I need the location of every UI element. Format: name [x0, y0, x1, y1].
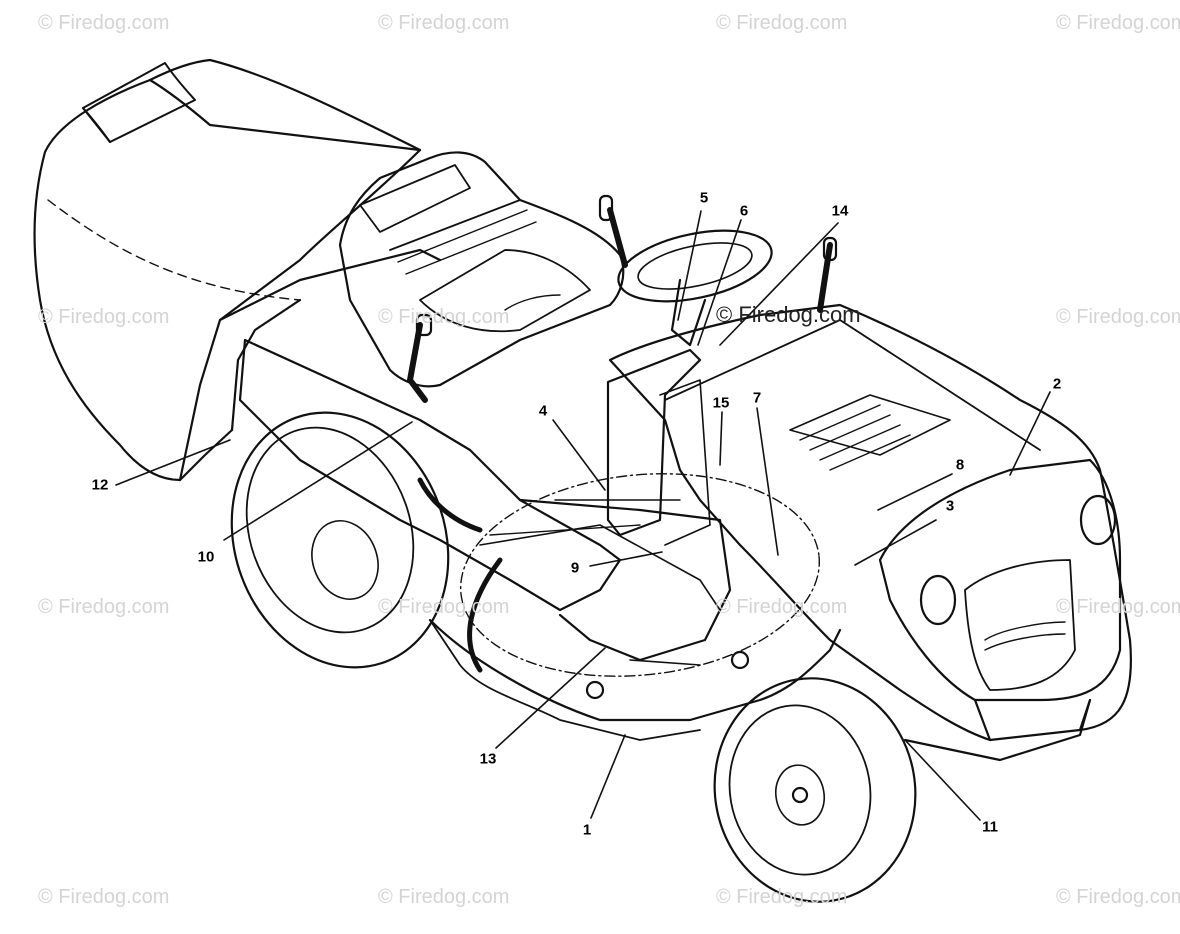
dash-panel	[606, 348, 711, 546]
watermark-7: © Firedog.com	[716, 302, 861, 327]
watermark-8: © Firedog.com	[1056, 306, 1180, 328]
watermark-3: © Firedog.com	[716, 12, 848, 34]
callout-13: 13	[479, 750, 497, 768]
watermark-2: © Firedog.com	[378, 12, 510, 34]
callout-5: 5	[699, 189, 709, 207]
watermark-5: © Firedog.com	[38, 306, 170, 328]
callout-9: 9	[570, 559, 580, 577]
watermark-15: © Firedog.com	[716, 886, 848, 908]
grass-bag	[33, 58, 442, 482]
callout-1: 1	[582, 821, 592, 839]
watermark-14: © Firedog.com	[378, 886, 510, 908]
callout-12: 12	[91, 476, 109, 494]
watermark-4: © Firedog.com	[1056, 12, 1180, 34]
callout-6: 6	[739, 202, 749, 220]
callout-3: 3	[945, 497, 955, 515]
callout-10: 10	[197, 548, 215, 566]
watermark-10: © Firedog.com	[378, 596, 510, 618]
callout-14: 14	[831, 202, 849, 220]
watermark-9: © Firedog.com	[38, 596, 170, 618]
mower-deck	[428, 557, 842, 741]
callout-7: 7	[752, 389, 762, 407]
leader-lines	[115, 210, 1051, 821]
watermark-13: © Firedog.com	[38, 886, 170, 908]
callout-2: 2	[1052, 375, 1062, 393]
watermark-12: © Firedog.com	[1056, 596, 1180, 618]
frame	[238, 338, 732, 662]
watermark-1: © Firedog.com	[38, 12, 170, 34]
callout-15: 15	[712, 394, 730, 412]
callout-4: 4	[538, 402, 548, 420]
watermark-16: © Firedog.com	[1056, 886, 1180, 908]
callout-8: 8	[955, 456, 965, 474]
watermark-11: © Firedog.com	[716, 596, 848, 618]
steering	[598, 194, 838, 347]
seat	[338, 151, 625, 388]
watermark-6: © Firedog.com	[378, 306, 510, 328]
front-wheel	[713, 677, 917, 903]
rear-wheel	[230, 411, 450, 669]
callout-11: 11	[982, 818, 998, 836]
hood	[608, 303, 1132, 742]
